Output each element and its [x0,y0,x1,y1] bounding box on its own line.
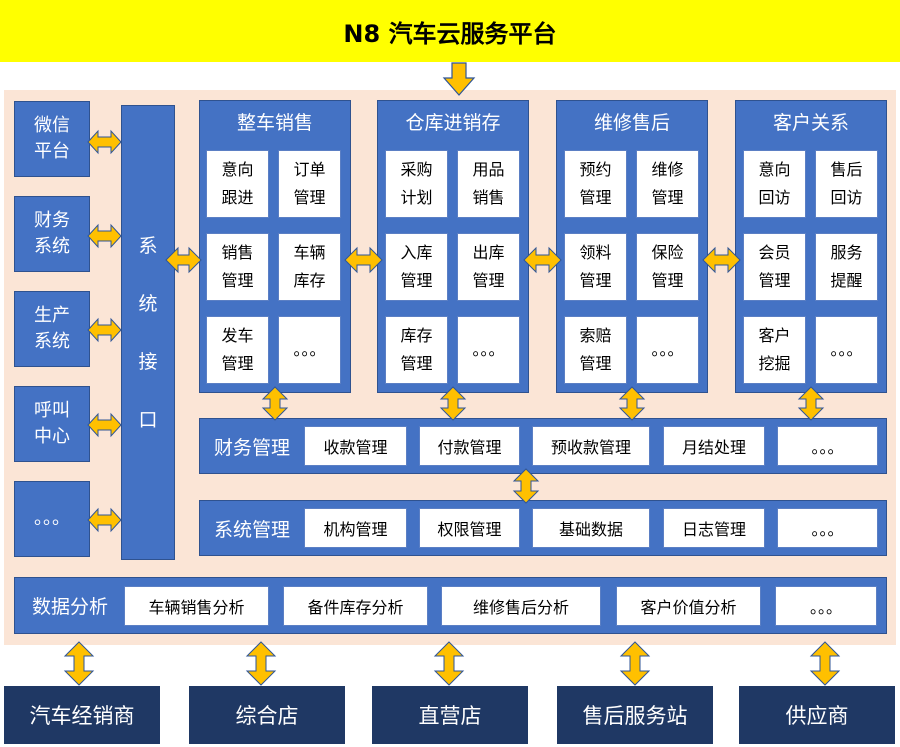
double-arrow-v-icon [619,641,651,686]
double-arrow-v-icon [512,468,540,504]
endpoint-composite-store: 综合店 [189,686,345,744]
double-arrow-h-icon [344,246,383,274]
module-item: 售后 回访 [815,150,878,218]
module-item: 库存 管理 [385,316,448,384]
module-item: 出库 管理 [457,233,520,301]
module-item: 用品 销售 [457,150,520,218]
module-item: 意向 跟进 [206,150,269,218]
module-item: 预约 管理 [564,150,627,218]
left-system-wechat: 微信 平台 [14,101,90,177]
double-arrow-h-icon [87,223,122,249]
double-arrow-v-icon [797,386,825,421]
module-item: 服务 提醒 [815,233,878,301]
module-item: 索赔 管理 [564,316,627,384]
finance-label: 财务管理 [213,436,290,459]
system-item: 权限管理 [419,508,520,548]
finance-item: 付款管理 [419,426,520,466]
module-item: 发车 管理 [206,316,269,384]
double-arrow-h-icon [165,246,202,274]
double-arrow-v-icon [63,641,95,686]
double-arrow-v-icon [809,641,841,686]
double-arrow-h-icon [523,246,562,274]
double-arrow-v-icon [261,386,289,421]
down-arrow-icon [442,62,476,96]
module-title: 客户关系 [772,112,849,134]
finance-item: 预收款管理 [532,426,650,466]
system-item: 基础数据 [532,508,650,548]
module-item: 销售 管理 [206,233,269,301]
double-arrow-h-icon [87,412,122,438]
finance-item: 。。。 [777,426,878,466]
interface-char: 统 [138,292,158,315]
endpoint-dealer: 汽车经销商 [4,686,160,744]
module-item: 。。。 [815,316,878,384]
system-interface: 系 统 接 口 [121,105,175,560]
double-arrow-h-icon [702,246,741,274]
double-arrow-h-icon [87,507,122,533]
endpoint-service-station: 售后服务站 [557,686,713,744]
interface-char: 口 [138,408,158,431]
endpoint-direct-store: 直营店 [372,686,528,744]
module-item: 。。。 [457,316,520,384]
analysis-item: 维修售后分析 [441,586,601,626]
left-system-more: 。。。 [14,481,90,557]
module-item: 会员 管理 [743,233,806,301]
module-item: 订单 管理 [278,150,341,218]
interface-char: 系 [138,234,158,257]
finance-item: 月结处理 [663,426,765,466]
interface-char: 接 [138,350,158,373]
system-label: 系统管理 [213,518,290,541]
finance-item: 收款管理 [304,426,407,466]
module-title: 整车销售 [236,112,313,134]
module-title: 仓库进销存 [405,112,501,134]
module-item: 领料 管理 [564,233,627,301]
system-item: 机构管理 [304,508,407,548]
left-system-finance: 财务 系统 [14,196,90,272]
module-item: 采购 计划 [385,150,448,218]
module-item: 意向 回访 [743,150,806,218]
module-item: 客户 挖掘 [743,316,806,384]
module-item: 入库 管理 [385,233,448,301]
module-item: 。。。 [636,316,699,384]
page-title: N8 汽车云服务平台 [0,0,900,62]
double-arrow-v-icon [618,386,646,421]
module-title: 维修售后 [593,112,670,134]
system-item: 日志管理 [663,508,765,548]
double-arrow-h-icon [87,129,122,155]
left-system-production: 生产 系统 [14,291,90,367]
double-arrow-h-icon [87,317,122,343]
endpoint-supplier: 供应商 [739,686,895,744]
analysis-item: 客户价值分析 [616,586,761,626]
analysis-label: 数据分析 [31,596,108,618]
system-item: 。。。 [777,508,878,548]
analysis-item: 。。。 [775,586,877,626]
module-item: 车辆 库存 [278,233,341,301]
double-arrow-v-icon [433,641,465,686]
double-arrow-v-icon [245,641,277,686]
module-item: 保险 管理 [636,233,699,301]
module-item: 维修 管理 [636,150,699,218]
analysis-item: 备件库存分析 [283,586,428,626]
analysis-item: 车辆销售分析 [124,586,269,626]
module-item: 。。。 [278,316,341,384]
double-arrow-v-icon [439,386,467,421]
left-system-callcenter: 呼叫 中心 [14,386,90,462]
